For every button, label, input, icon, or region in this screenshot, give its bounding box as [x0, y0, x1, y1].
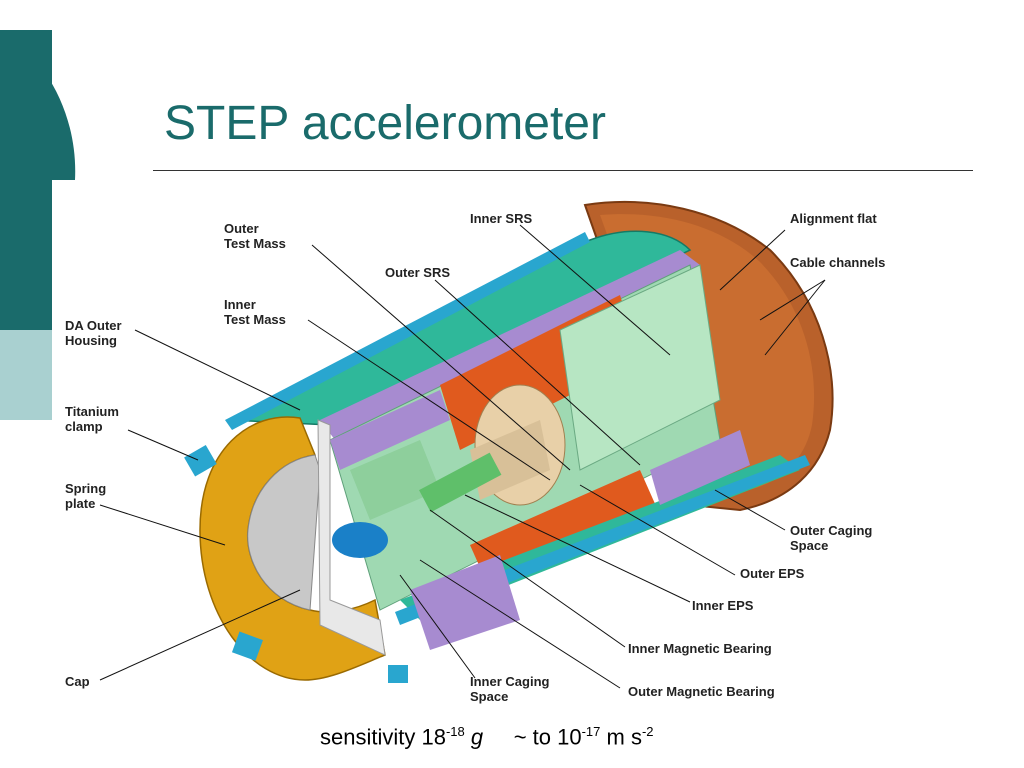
label-outer-magnetic-bearing: Outer Magnetic Bearing	[628, 684, 775, 699]
label-alignment-flat: Alignment flat	[790, 211, 877, 226]
accelerometer-diagram	[99, 201, 834, 689]
page-title: STEP accelerometer	[164, 97, 606, 150]
label-outer-srs: Outer SRS	[385, 265, 451, 280]
inner-body	[329, 264, 810, 650]
label-inner-eps: Inner EPS	[692, 598, 754, 613]
label-inner-magnetic-bearing: Inner Magnetic Bearing	[628, 641, 772, 656]
outer-housing	[225, 230, 700, 440]
sensitivity-caption: sensitivity 18-18 g ~ to 10-17 m s-2	[320, 724, 654, 750]
label-outer-eps: Outer EPS	[740, 566, 805, 581]
leader-lines	[99, 224, 826, 689]
label-inner-srs: Inner SRS	[470, 211, 533, 226]
label-cap: Cap	[65, 674, 90, 689]
title-divider	[153, 170, 973, 171]
label-cable-channels: Cable channels	[790, 255, 886, 270]
corner-decoration	[0, 30, 76, 420]
